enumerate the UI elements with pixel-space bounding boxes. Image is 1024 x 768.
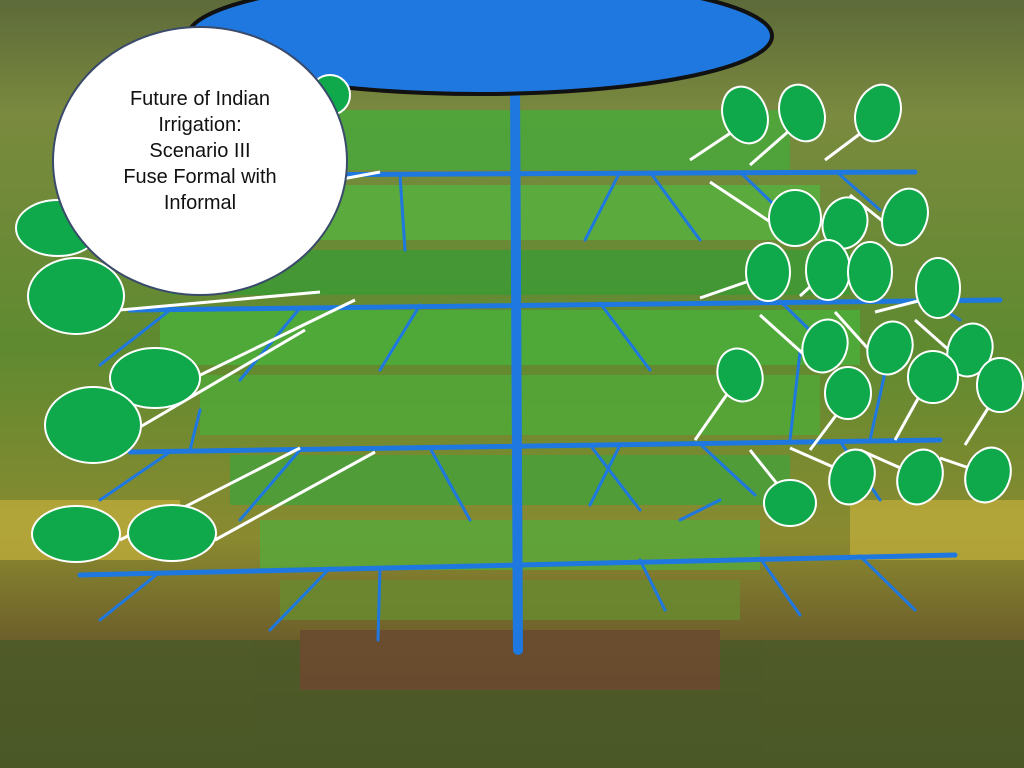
lateral-canal-4 [77, 552, 958, 578]
slide-title: Future of Indian Irrigation: Scenario II… [100, 86, 300, 216]
title-line: Scenario III [149, 140, 251, 162]
lateral-canal-3 [127, 437, 943, 455]
title-line: Future of Indian [129, 88, 271, 110]
lateral-canal-2 [127, 297, 1003, 313]
lateral-canal-1 [237, 169, 918, 178]
title-line: Fuse Formal with [123, 166, 277, 188]
title-bubble: Future of Indian Irrigation: Scenario II… [52, 26, 348, 296]
farmer-leaves [15, 74, 1024, 563]
main-canal [510, 80, 523, 655]
title-line: Irrigation: [158, 114, 242, 136]
title-line: Informal [163, 192, 237, 214]
